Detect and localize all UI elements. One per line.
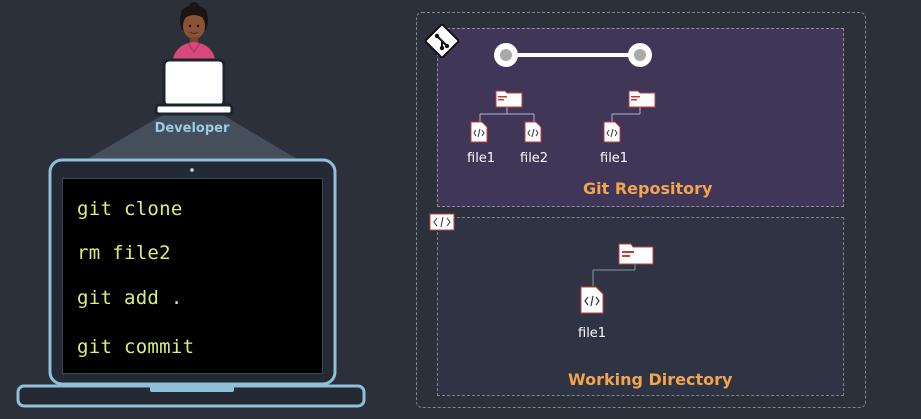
working-directory-tree [592, 264, 636, 286]
terminal-command-rm: rm file2 [77, 242, 171, 264]
folder-icon [628, 90, 656, 108]
developer-label: Developer [154, 121, 230, 136]
project-container [416, 12, 866, 408]
terminal-command-commit: git commit [77, 336, 195, 358]
git-repository-title: Git Repository [583, 179, 713, 198]
git-logo-icon [425, 24, 459, 58]
code-file-icon [429, 213, 455, 231]
working-directory-title: Working Directory [568, 370, 733, 389]
code-file-icon [470, 121, 488, 143]
code-file-icon [603, 121, 621, 143]
commit-1-file-1-label: file1 [467, 151, 496, 166]
terminal-command-add: git add . [77, 287, 183, 309]
terminal-command-clone: git clone [77, 198, 183, 220]
folder-icon [495, 90, 523, 108]
folder-icon [618, 243, 654, 265]
terminal-screen [62, 178, 323, 374]
code-file-icon [580, 286, 604, 314]
developer-avatar-icon [154, 2, 234, 116]
commit-history [494, 43, 652, 67]
commit-1-tree [479, 106, 535, 122]
working-directory-file-1-label: file1 [578, 326, 607, 341]
commit-1-file-2-label: file2 [520, 151, 549, 166]
code-file-icon [524, 121, 542, 143]
commit-2-file-1-label: file1 [600, 151, 629, 166]
